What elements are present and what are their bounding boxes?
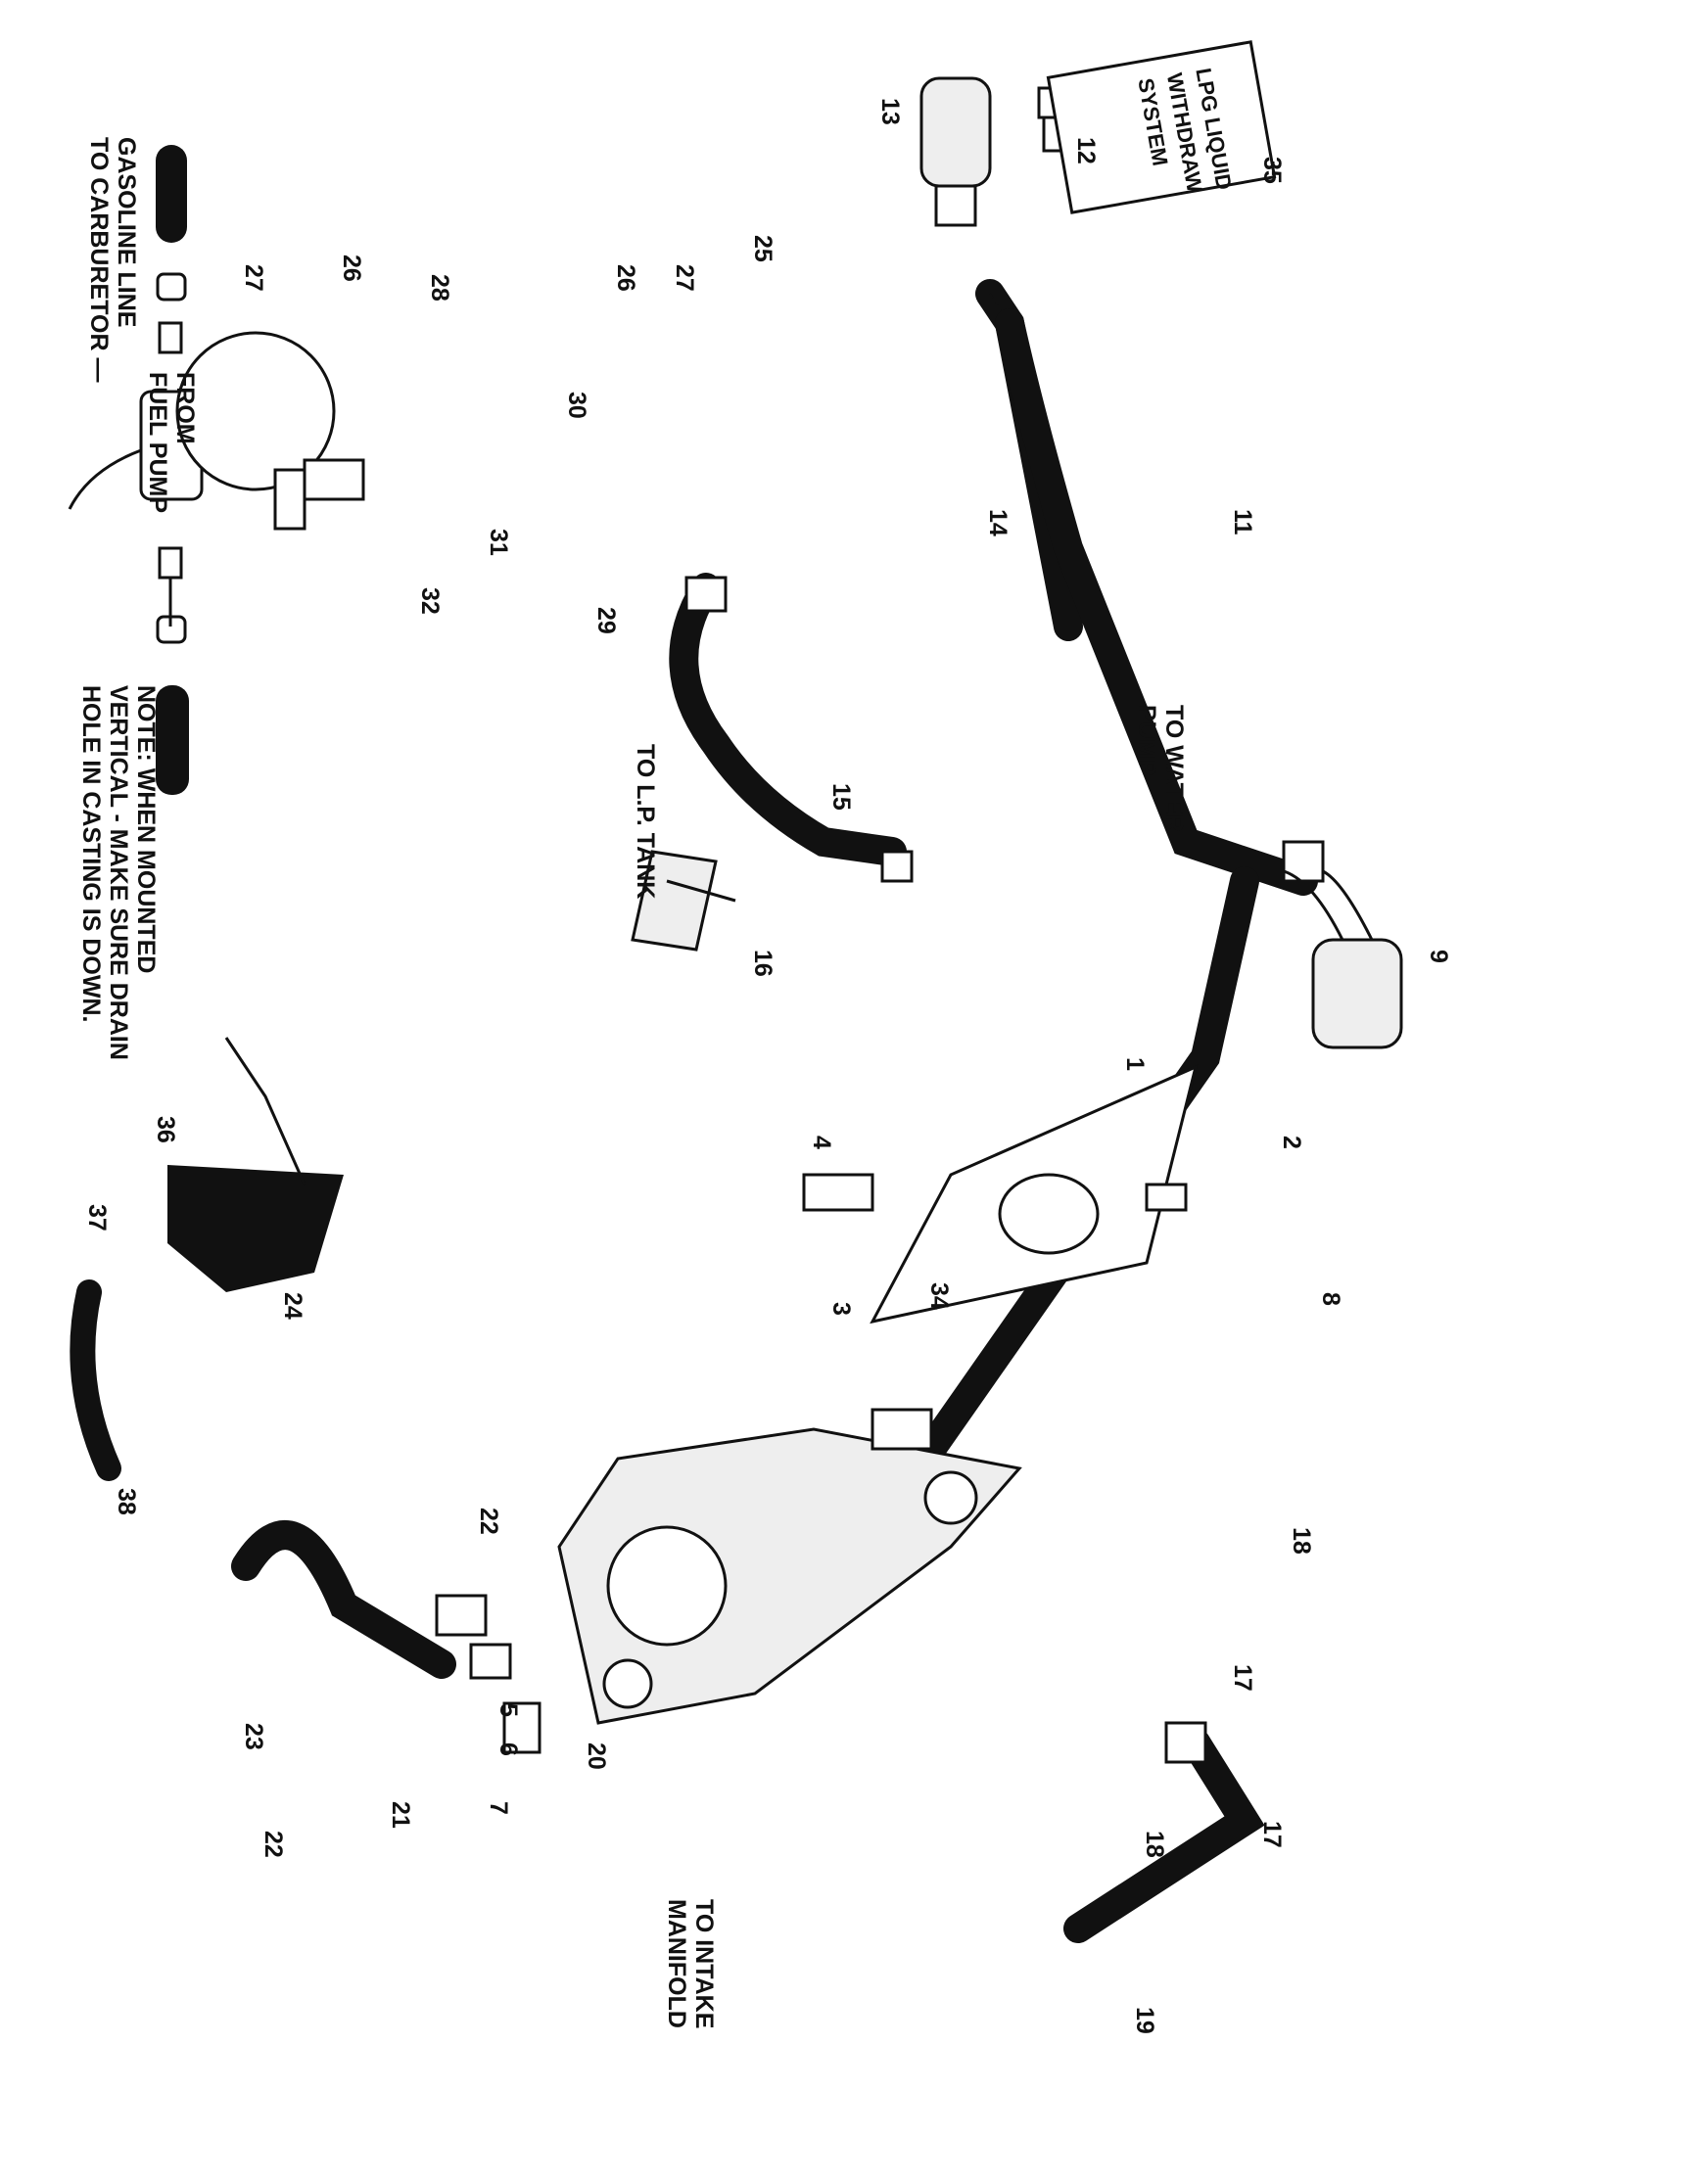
callout-17a: 17 xyxy=(1229,1664,1256,1692)
callout-7: 7 xyxy=(485,1801,512,1815)
callout-29: 29 xyxy=(592,607,620,634)
callout-5: 5 xyxy=(494,1703,522,1717)
callout-1: 1 xyxy=(1121,1057,1149,1071)
callout-15: 15 xyxy=(827,783,855,811)
callout-20: 20 xyxy=(583,1743,610,1770)
callout-9: 9 xyxy=(1425,950,1452,963)
solenoid-valve-icon xyxy=(1311,938,1403,1049)
hose-11 xyxy=(995,308,1325,896)
callout-26b: 26 xyxy=(612,264,639,292)
solenoid-9 xyxy=(1283,869,1403,1049)
hose-23-and-fittings xyxy=(231,1520,541,1754)
callout-17b: 17 xyxy=(1258,1821,1286,1848)
callout-18b: 18 xyxy=(1141,1831,1168,1858)
filter-13-assembly xyxy=(919,76,1083,641)
hose-15 xyxy=(669,573,914,883)
callout-28: 28 xyxy=(426,274,453,302)
callout-24: 24 xyxy=(279,1292,306,1320)
hose-38 xyxy=(70,1279,121,1481)
callout-36: 36 xyxy=(152,1116,179,1143)
callout-16: 16 xyxy=(749,950,777,977)
gauge-cover-32 xyxy=(175,331,365,531)
callout-35: 35 xyxy=(1258,157,1286,184)
intake-manifold-label: TO INTAKEMANIFOLD xyxy=(663,1899,718,2028)
gauge-cover-icon xyxy=(175,331,336,491)
callout-18a: 18 xyxy=(1288,1527,1315,1555)
water-hose xyxy=(917,866,1259,1464)
callout-37: 37 xyxy=(83,1204,111,1231)
lp-tank-label: TO L.P. TANK xyxy=(632,744,659,899)
elbow-24 xyxy=(167,1037,344,1292)
hose-19 xyxy=(1063,1721,1265,1943)
callout-25: 25 xyxy=(749,235,777,262)
fuel-pump-label: FROMFUEL PUMP xyxy=(144,372,199,513)
callout-27a: 27 xyxy=(240,264,267,292)
callout-21: 21 xyxy=(387,1801,414,1829)
lpg-decal: LPG LIQUIDWITHDRAWSYSTEM xyxy=(1046,40,1277,214)
callout-27b: 27 xyxy=(671,264,698,292)
callout-13: 13 xyxy=(876,98,904,125)
callout-numbers: 1 2 3 4 5 6 7 8 9 11 12 13 14 15 16 17 1… xyxy=(83,98,1452,2034)
gasoline-line-label: GASOLINE LINETO CARBURETOR — xyxy=(85,137,140,382)
callout-11: 11 xyxy=(1229,509,1256,535)
callout-22a: 22 xyxy=(475,1508,502,1535)
strainer-16 xyxy=(631,850,736,952)
callout-32: 32 xyxy=(416,587,444,615)
mounting-plate-1 xyxy=(802,1064,1199,1324)
strainer-icon xyxy=(631,850,718,952)
regulator-3 xyxy=(557,1408,1022,1725)
water-pump-label: TO WATERPUMP xyxy=(1133,705,1188,832)
callout-14: 14 xyxy=(984,509,1012,536)
callout-23: 23 xyxy=(240,1723,267,1750)
callout-26a: 26 xyxy=(338,255,365,282)
callout-6: 6 xyxy=(494,1743,522,1756)
callout-2: 2 xyxy=(1278,1136,1305,1149)
callout-31: 31 xyxy=(485,529,512,556)
vaporizer-regulator-icon xyxy=(557,1427,1022,1725)
callout-22b: 22 xyxy=(259,1831,287,1858)
fuel-filter-icon xyxy=(919,76,992,188)
mount-note: NOTE: WHEN MOUNTEDVERTICAL - MAKE SURE D… xyxy=(77,685,160,1060)
callout-3: 3 xyxy=(827,1302,855,1316)
callout-8: 8 xyxy=(1317,1292,1344,1306)
callout-19: 19 xyxy=(1131,2007,1158,2034)
callout-30: 30 xyxy=(563,392,590,419)
callout-12: 12 xyxy=(1072,137,1100,164)
callout-34: 34 xyxy=(925,1282,953,1310)
hose-icon xyxy=(167,1165,344,1292)
callout-38: 38 xyxy=(113,1488,140,1515)
callout-4: 4 xyxy=(808,1136,835,1149)
hose-icon xyxy=(156,685,189,795)
hose-icon xyxy=(156,145,187,243)
